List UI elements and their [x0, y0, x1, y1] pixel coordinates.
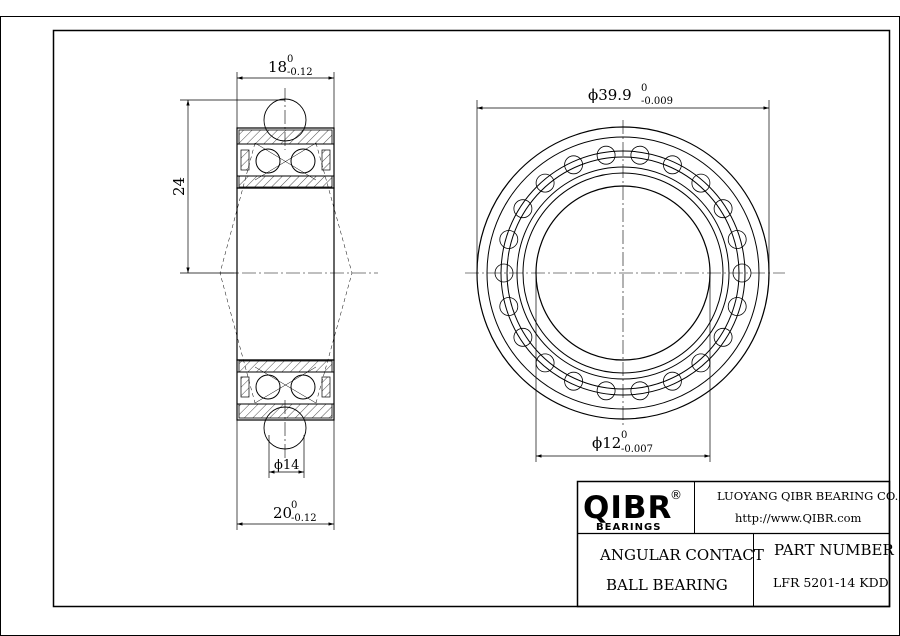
width-bottom-lower-tolerance: -0.12: [291, 513, 317, 524]
outer-diameter-upper-tolerance: 0: [641, 83, 647, 94]
front-view: [465, 100, 785, 462]
company-logo: QIBR: [583, 490, 672, 526]
width-top-dimension: 18: [268, 58, 287, 76]
title-block: [576, 480, 891, 608]
cage-pocket: [663, 155, 682, 175]
width-top-upper-tolerance: 0: [287, 54, 293, 65]
width-bottom-dimension: 20: [273, 504, 292, 522]
cage-pocket: [630, 381, 650, 401]
cage-pocket: [513, 199, 533, 219]
company-name: LUOYANG QIBR BEARING CO., LTD: [717, 489, 900, 503]
outer-diameter-dimension: ϕ39.9: [588, 86, 632, 104]
cage-pocket: [513, 327, 533, 347]
cage-pocket: [535, 353, 555, 373]
cage-pocket: [727, 230, 747, 249]
company-website: http://www.QIBR.com: [735, 511, 862, 525]
height-dimension: 24: [170, 177, 188, 196]
inner-diameter-dimension: ϕ12: [592, 434, 621, 452]
cage-pocket: [596, 381, 616, 401]
width-top-lower-tolerance: -0.12: [287, 67, 313, 78]
cage-pocket: [564, 155, 583, 175]
bearing-type-line2: BALL BEARING: [606, 576, 728, 594]
cage-pocket: [596, 145, 616, 165]
cage-pocket: [499, 297, 519, 316]
part-number-value: LFR 5201-14 KDD: [773, 575, 889, 590]
outer-diameter-lower-tolerance: -0.009: [641, 96, 673, 107]
cage-pocket: [564, 371, 583, 391]
cage-pocket: [494, 263, 514, 283]
outer-frame: [0, 16, 900, 636]
cage-pocket: [713, 199, 733, 219]
inner-diameter-upper-tolerance: 0: [621, 430, 627, 441]
inner-diameter-lower-tolerance: -0.007: [621, 444, 653, 455]
cage-pocket: [691, 173, 711, 193]
cage-pocket: [535, 173, 555, 193]
cage-pocket: [732, 263, 752, 283]
cage-pocket: [630, 145, 650, 165]
cage-pocket: [499, 230, 519, 249]
cage-pocket: [727, 297, 747, 316]
cage-pocket: [691, 353, 711, 373]
bearing-type-line1: ANGULAR CONTACT: [599, 546, 764, 564]
inner-frame: [52, 29, 891, 608]
registered-mark: ®: [670, 488, 682, 502]
width-bottom-upper-tolerance: 0: [291, 500, 297, 511]
cage-pocket: [663, 371, 682, 391]
side-section-view: [180, 72, 378, 530]
ball-diameter-dimension: ϕ14: [274, 458, 299, 473]
logo-subtitle: BEARINGS: [596, 522, 661, 533]
part-number-label: PART NUMBER: [774, 541, 894, 559]
cage-pocket: [713, 327, 733, 347]
